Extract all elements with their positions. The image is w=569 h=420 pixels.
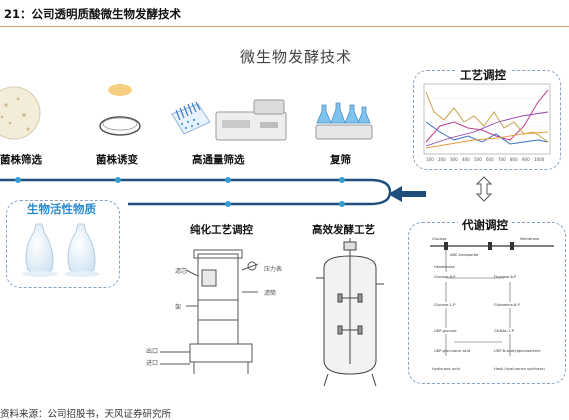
purification-control-label: 纯化工艺调控 (190, 224, 253, 236)
step-label-strain-screening: 菌株筛选 (0, 154, 42, 166)
tick-label: 500 (474, 157, 482, 162)
diagram-title: 微生物发酵技术 (240, 48, 353, 66)
double-arrow-icon (475, 176, 493, 202)
pipeline-dot (15, 177, 21, 183)
bioactive-substance-title: 生物活性物质 (24, 201, 99, 217)
node-f6p: Fructose-6-P (494, 275, 517, 279)
source-footnote: 资料来源：公司招股书，天风证券研究所 (0, 409, 172, 420)
step-label-strain-mutagenesis: 菌株诱变 (96, 154, 138, 166)
node-abc: ABC transporter (450, 253, 479, 257)
arrow-left-icon (388, 186, 426, 202)
label-pressure-gauge: 压力表 (264, 266, 283, 273)
node-g6p: Glucose-6-P (434, 275, 456, 279)
tick-label: 200 (438, 157, 446, 162)
label-drain: 滤筒 (264, 290, 277, 297)
shaker-flasks-illustration (315, 102, 373, 140)
petri-dish-colonies-illustration (0, 86, 41, 140)
node-hasynth: HasA (hyaluronan synthase) (494, 367, 545, 371)
node-udpg: UDP-glucose (434, 329, 457, 333)
process-control-title: 工艺调控 (456, 67, 510, 83)
fermenter-tank-drawing (316, 238, 384, 387)
pipeline-dot (225, 201, 231, 207)
metabolic-control-panel (408, 222, 566, 384)
node-ha: Hyaluronic acid (432, 367, 460, 371)
tick-label: 600 (486, 157, 494, 162)
tick-label: 100 (426, 157, 434, 162)
node-udpgluc: UDP-glucuronic acid (434, 349, 470, 353)
tick-label: 700 (498, 157, 506, 162)
high-efficiency-fermentation-label: 高效发酵工艺 (312, 224, 375, 236)
plate-reader-illustration (215, 99, 287, 141)
powder-bags-illustration (22, 223, 100, 277)
node-membrane: Membrane (520, 237, 540, 241)
pipeline-dot (225, 177, 231, 183)
tick-label: 1000 (534, 157, 545, 162)
filtration-apparatus-drawing (160, 249, 259, 374)
node-hexokinase: Hexokinase (434, 265, 455, 269)
pipeline-dot (339, 201, 345, 207)
tick-label: 300 (450, 157, 458, 162)
tick-label: 900 (522, 157, 530, 162)
tick-label: 400 (462, 157, 470, 162)
process-curves-chart: 100 200 300 400 500 600 700 800 900 1000 (423, 83, 551, 162)
metabolic-pathway-diagram: Glucose Membrane ABC transporter Hexokin… (430, 237, 554, 371)
node-udpglcnac: UDP-N-acetylglucosamine (494, 349, 541, 353)
pipeline-track (0, 177, 392, 207)
figure-title: 21：公司透明质酸微生物发酵技术 (4, 7, 182, 21)
title-rule (0, 26, 569, 27)
pipeline-dot (115, 177, 121, 183)
pipeline-dot (339, 177, 345, 183)
label-inlet: 进口 (146, 360, 159, 367)
microplate-illustration (171, 101, 211, 135)
node-glcnac: GlcNAc-1-P (494, 329, 515, 333)
label-filter-plate: 滤芯 (175, 268, 188, 275)
tick-label: 800 (510, 157, 518, 162)
label-outlet: 出口 (146, 348, 159, 355)
node-gln: Glutamine-6-P (494, 303, 521, 307)
petri-dish-mutation-illustration (99, 84, 141, 136)
node-glucose: Glucose (432, 237, 447, 241)
node-g1p: Glucose-1-P (434, 303, 456, 307)
step-label-rescreening: 复筛 (330, 154, 351, 166)
step-label-high-throughput-screening: 高通量筛选 (192, 154, 245, 166)
metabolic-control-title: 代谢调控 (458, 217, 512, 233)
label-frame: 架 (175, 304, 182, 311)
